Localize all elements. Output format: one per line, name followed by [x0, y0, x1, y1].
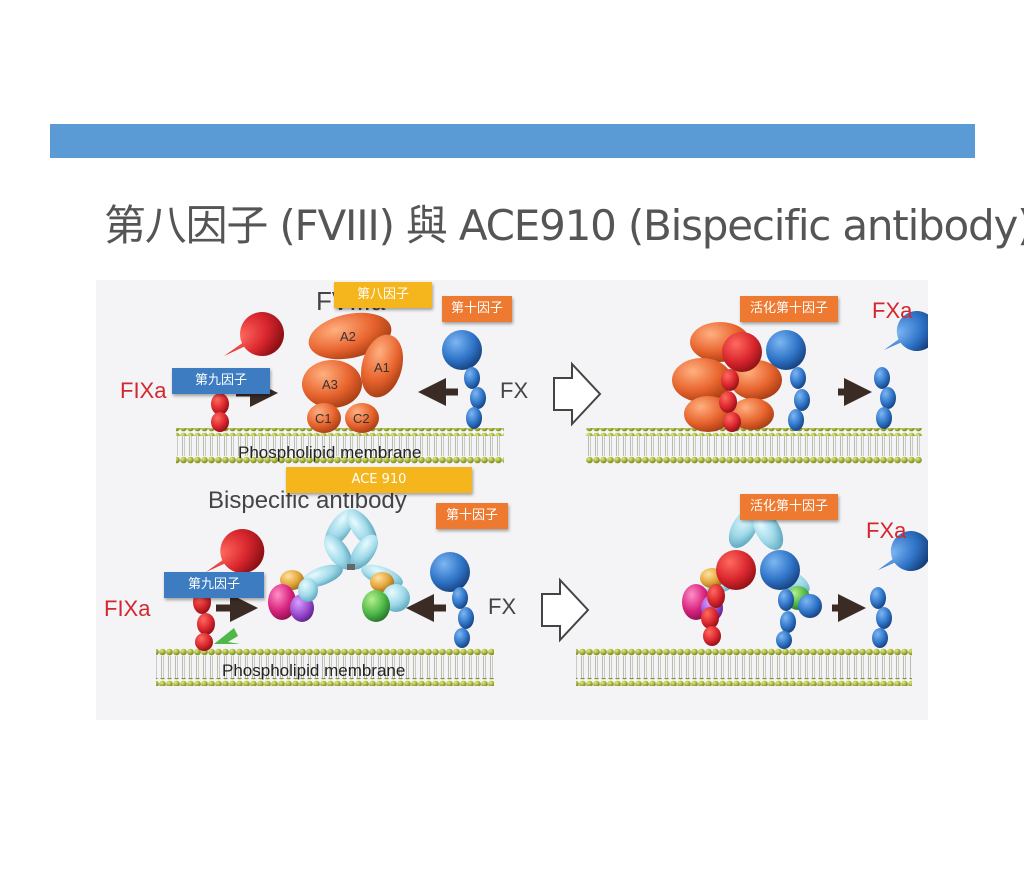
slide-title: 第八因子 (FVIII) 與 ACE910 (Bispecific antibo…: [104, 201, 1024, 250]
domain-c1-label: C1: [315, 411, 332, 426]
tag-ace910: ACE 910: [286, 467, 472, 493]
fxa-label-bottom: FXa: [866, 518, 907, 543]
membrane-top-left: [176, 428, 504, 464]
fx-label-top: FX: [500, 378, 528, 403]
tag-fx-top: 第十因子: [442, 296, 512, 322]
domain-a2-label: A2: [340, 329, 356, 344]
title-accent-bar: [50, 124, 975, 158]
fxa-label-top: FXa: [872, 298, 913, 323]
mechanism-diagram: FVIIIa FIXa A2 A1 A3 C1 C2 FX: [104, 286, 928, 686]
factor-x-bottom: [430, 552, 474, 648]
membrane-top-right: [586, 428, 922, 464]
domain-c2-label: C2: [353, 411, 370, 426]
domain-a1-label: A1: [374, 360, 390, 375]
factor-xa-bottom: [870, 531, 928, 648]
factor-viiia: [302, 312, 404, 433]
tag-activated-fx-top: 活化第十因子: [740, 296, 838, 322]
tag-fixa-top: 第九因子: [172, 368, 270, 394]
reaction-arrow-icon: [553, 361, 602, 427]
factor-x-top: [442, 330, 486, 429]
fixa-label-top: FIXa: [120, 378, 167, 403]
membrane-bottom-right: [576, 648, 912, 686]
tag-fx-bottom: 第十因子: [436, 503, 508, 529]
fixa-antibody-fx-complex-bottom: [682, 508, 822, 649]
fixa-label-bottom: FIXa: [104, 596, 151, 621]
factor-xa-top: [874, 311, 928, 429]
domain-a3-label: A3: [322, 377, 338, 392]
fixa-fviiia-fx-complex-top: [672, 322, 810, 432]
tag-activated-fx-bottom: 活化第十因子: [740, 494, 838, 520]
mechanism-figure: FVIIIa FIXa A2 A1 A3 C1 C2 FX: [96, 280, 928, 720]
bispecific-antibody: [268, 509, 410, 622]
membrane-bottom-left: [156, 648, 494, 686]
membrane-label-bottom: Phospholipid membrane: [222, 661, 405, 680]
membrane-label-top: Phospholipid membrane: [238, 443, 421, 462]
green-pointer-icon: [214, 628, 240, 644]
reaction-arrow-icon: [541, 577, 590, 643]
tag-fixa-bottom: 第九因子: [164, 572, 264, 598]
fx-label-bottom: FX: [488, 594, 516, 619]
tag-fviii: 第八因子: [334, 282, 432, 308]
